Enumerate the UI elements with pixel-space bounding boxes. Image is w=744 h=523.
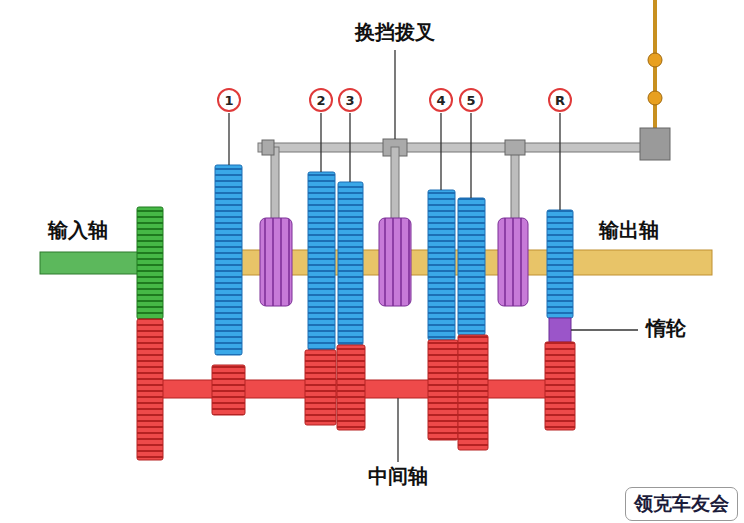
fork-stem [271, 147, 279, 222]
synchronizer [260, 218, 528, 306]
callout-circle: 3 [338, 88, 362, 112]
callout-number: 3 [345, 94, 354, 107]
fork-rod [258, 143, 644, 152]
callout-circle: 1 [217, 88, 241, 112]
part-label: 输入轴 [46, 218, 110, 242]
lever-housing [640, 128, 670, 160]
callout-circle: 4 [429, 88, 453, 112]
input-shaft [40, 252, 142, 274]
callout-circle: 5 [459, 88, 483, 112]
part-label: 中间轴 [366, 464, 430, 488]
fork-stem [511, 147, 519, 222]
gear-set [212, 165, 575, 450]
watermark-text: 领克车友会 [634, 492, 729, 514]
leader-line [229, 50, 638, 462]
part-label: 惰轮 [644, 316, 688, 340]
lever-joint [648, 53, 662, 67]
input-gear [137, 207, 163, 319]
rod-collar [505, 140, 525, 155]
fork-stem [391, 147, 399, 222]
part-label: 换挡拨叉 [353, 20, 437, 44]
callout-number: 4 [436, 94, 445, 107]
callout-number: 5 [466, 94, 475, 107]
callout-number: R [555, 94, 565, 107]
callout-circle: R [548, 88, 572, 112]
callout-number: 1 [224, 94, 233, 107]
callout-circle: 2 [309, 88, 333, 112]
callout-number: 2 [316, 94, 325, 107]
part-label: 输出轴 [597, 218, 661, 242]
watermark-box: 领克车友会 [625, 487, 738, 521]
lever-joint [648, 91, 662, 105]
rod-collar [262, 140, 274, 155]
counter-gear [137, 319, 163, 460]
